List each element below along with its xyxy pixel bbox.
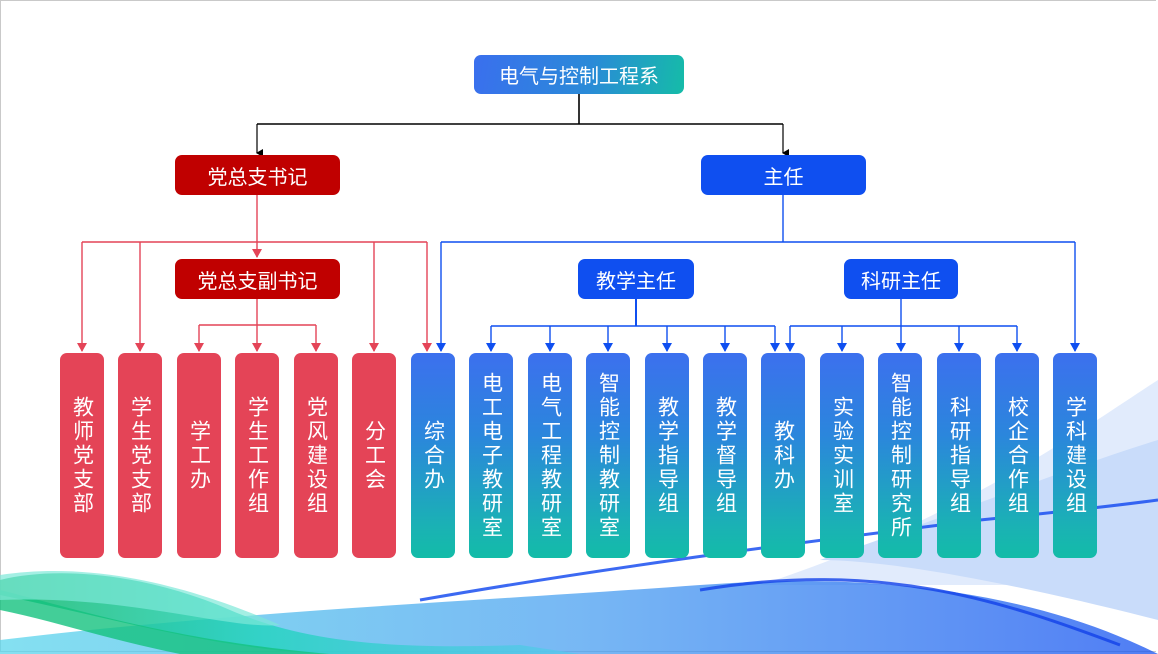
node-admin-unit[interactable]: 智能控制研究所: [878, 353, 922, 558]
node-research-director[interactable]: 科研主任: [844, 259, 958, 299]
node-admin-unit[interactable]: 教科办: [761, 353, 805, 558]
party-unit-label: 分工会: [362, 419, 387, 492]
node-party-unit[interactable]: 学工办: [177, 353, 221, 558]
party-unit-label: 党风建设组: [304, 395, 329, 516]
admin-unit-label: 实验实训室: [830, 395, 855, 516]
admin-connector: [436, 195, 1080, 352]
teaching-director-label: 教学主任: [596, 268, 676, 293]
node-teaching-director[interactable]: 教学主任: [578, 259, 694, 299]
blue-wave-underline: [699, 578, 1121, 647]
node-party-unit[interactable]: 党风建设组: [294, 353, 338, 558]
admin-unit-label: 智能控制研究所: [888, 371, 913, 540]
node-director[interactable]: 主任: [701, 155, 866, 195]
admin-unit-label: 智能控制教研室: [596, 371, 621, 540]
admin-unit-label: 电工电子教研室: [479, 371, 504, 540]
root-node-department[interactable]: 电气与控制工程系: [474, 55, 684, 94]
node-admin-unit[interactable]: 电工电子教研室: [469, 353, 513, 558]
node-admin-unit[interactable]: 科研指导组: [937, 353, 981, 558]
party-unit-label: 教师党支部: [70, 395, 95, 516]
green-wave-2: [0, 590, 330, 654]
admin-unit-label: 教科办: [771, 419, 796, 492]
party-unit-label: 学生党支部: [128, 395, 153, 516]
admin-unit-label: 综合办: [421, 419, 446, 492]
deputy-party-secretary-label: 党总支副书记: [197, 268, 318, 293]
node-party-unit[interactable]: 分工会: [352, 353, 396, 558]
party-unit-label: 学生工作组: [245, 395, 270, 516]
party-connector: [77, 195, 432, 352]
node-admin-unit[interactable]: 综合办: [411, 353, 455, 558]
admin-unit-label: 校企合作组: [1005, 395, 1030, 516]
node-party-unit[interactable]: 学生党支部: [118, 353, 162, 558]
party-secretary-label: 党总支书记: [207, 164, 308, 189]
node-admin-unit[interactable]: 教学督导组: [703, 353, 747, 558]
node-party-unit[interactable]: 学生工作组: [235, 353, 279, 558]
node-party-secretary[interactable]: 党总支书记: [175, 155, 340, 195]
root-connector: [256, 94, 789, 157]
node-admin-unit[interactable]: 智能控制教研室: [586, 353, 630, 558]
root-node-label: 电气与控制工程系: [499, 64, 659, 88]
admin-unit-label: 电气工程教研室: [538, 371, 563, 540]
admin-unit-label: 教学督导组: [713, 395, 738, 516]
node-deputy-party-secretary[interactable]: 党总支副书记: [175, 259, 340, 299]
party-unit-label: 学工办: [187, 419, 212, 492]
node-admin-unit[interactable]: 教学指导组: [645, 353, 689, 558]
admin-unit-label: 学科建设组: [1063, 395, 1088, 516]
research-director-label: 科研主任: [861, 268, 941, 293]
node-party-unit[interactable]: 教师党支部: [60, 353, 104, 558]
green-wave-3: [0, 571, 280, 626]
node-admin-unit[interactable]: 实验实训室: [820, 353, 864, 558]
node-admin-unit[interactable]: 校企合作组: [995, 353, 1039, 558]
node-admin-unit[interactable]: 学科建设组: [1053, 353, 1097, 558]
admin-unit-label: 科研指导组: [947, 395, 972, 516]
admin-unit-label: 教学指导组: [655, 395, 680, 516]
node-admin-unit[interactable]: 电气工程教研室: [528, 353, 572, 558]
director-label: 主任: [763, 164, 804, 189]
